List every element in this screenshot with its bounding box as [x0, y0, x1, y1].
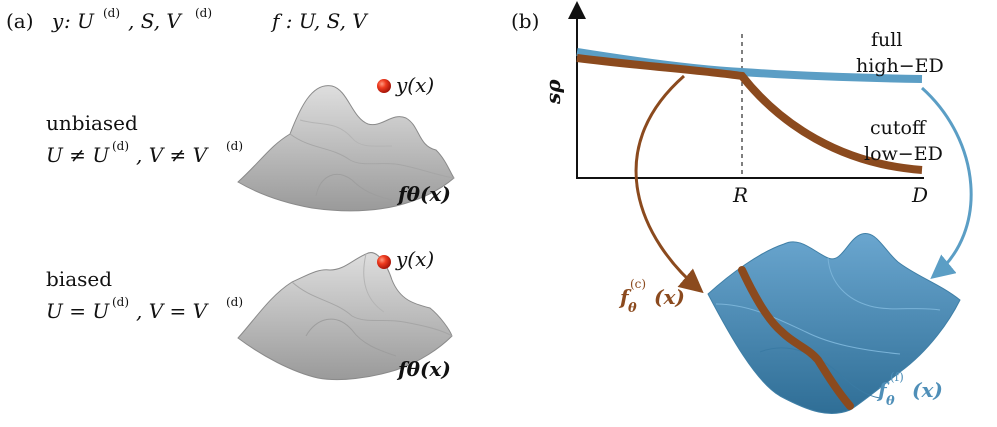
cutoff-label-1: cutoff [870, 117, 927, 139]
f-full-theta: θ [886, 394, 895, 409]
full-surface [707, 233, 961, 414]
header-y-rest: : U [64, 9, 95, 33]
header-y-sup-d: (d) [103, 6, 120, 20]
biased-target-point [377, 255, 391, 269]
cutoff-path-on-surface [738, 266, 854, 410]
biased-cond-v: , V = V [136, 299, 210, 323]
cutoff-arrow [634, 74, 704, 294]
f-full-f: f [876, 378, 890, 402]
f-full-arg: (x) [912, 378, 943, 402]
f-full-label: f θ (f) (x) [876, 370, 943, 409]
unbiased-cond-v: , V ≠ V [136, 143, 210, 167]
tick-r: R [732, 183, 748, 207]
panel-a-header-y: y : U (d) , S, V (d) [51, 6, 212, 33]
biased-target-label: y(x) [395, 247, 434, 271]
unbiased-condition: U ≠ U (d) , V ≠ V (d) [46, 139, 243, 167]
cutoff-label-2: low−ED [864, 143, 943, 165]
unbiased-title: unbiased [46, 111, 138, 135]
tick-d: D [911, 183, 928, 207]
f-full-sup: (f) [890, 370, 904, 384]
f-cutoff-f: f [618, 285, 632, 309]
unbiased-model-label: fθ(x) [396, 182, 451, 206]
biased-cond-u: U = U [46, 299, 110, 323]
panel-b-label: (b) [511, 9, 539, 33]
y-axis-label: sρ [541, 79, 565, 105]
biased-model-label: fθ(x) [396, 357, 451, 381]
unbiased-cond-sup2: (d) [226, 139, 243, 153]
unbiased-cond-u: U ≠ U [46, 143, 110, 167]
header-y-mid: , S, V [128, 9, 183, 33]
unbiased-target-label: y(x) [395, 73, 434, 97]
unbiased-cond-sup1: (d) [112, 139, 129, 153]
header-y-sup-d2: (d) [195, 6, 212, 20]
biased-condition: U = U (d) , V = V (d) [46, 295, 243, 323]
f-cutoff-label: f θ (c) (x) [618, 277, 685, 316]
header-f: f : U, S, V [270, 9, 369, 33]
full-label-2: high−ED [856, 55, 944, 77]
full-label-1: full [871, 29, 902, 51]
f-cutoff-arg: (x) [654, 285, 685, 309]
biased-title: biased [46, 267, 112, 291]
biased-surface [237, 252, 453, 381]
f-cutoff-sup: (c) [630, 277, 646, 291]
panel-a-label: (a) [6, 9, 34, 33]
header-y-sym: y [51, 9, 64, 33]
unbiased-surface [237, 85, 455, 212]
full-arrow [920, 86, 973, 280]
biased-cond-sup1: (d) [112, 295, 129, 309]
biased-cond-sup2: (d) [226, 295, 243, 309]
cutoff-curve [576, 54, 923, 174]
f-cutoff-theta: θ [628, 301, 637, 316]
unbiased-target-point [377, 79, 391, 93]
